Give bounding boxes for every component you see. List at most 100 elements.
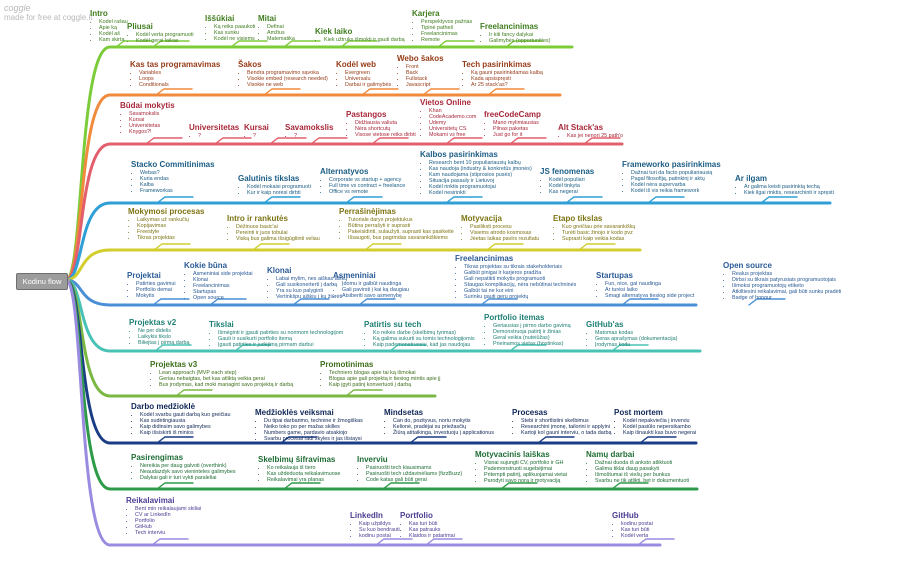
list-item: Research bent 10 populiariausių kalbų [429, 160, 532, 166]
node-freecodecamp[interactable]: freeCodeCampMano mylimiausiasPilnas pake… [484, 110, 541, 138]
list-item: Svarbu procesai radi skyles ir jas išsia… [264, 436, 363, 442]
list-item: Mano mylimiausias [493, 120, 541, 126]
node-linkedin[interactable]: LinkedInKaip užpildysSu kuo bendrautikod… [350, 511, 400, 539]
list-item: ? [198, 133, 239, 139]
node-kokie-buna[interactable]: Kokie būnaAsmeniniai side projektaiKlona… [184, 261, 253, 301]
node-perrasinejimas[interactable]: PerrašinėjimasTutoriale darys projektuku… [339, 207, 454, 241]
node-web-sakos[interactable]: Webo šakosFrontBackFullstackJavascript [397, 54, 444, 88]
node-medziokles[interactable]: Medžioklės veiksmaiDu tipai darbarimo, t… [255, 408, 363, 442]
connector-perrasinejimas [364, 243, 402, 251]
node-tikslai[interactable]: TikslaiIšmėginti ir įgauti patirties su … [209, 320, 343, 348]
node-universitetas[interactable]: Universitetas? [189, 123, 239, 139]
node-sakos[interactable]: ŠakosBendra programavimo sąvokaVisokie e… [238, 60, 328, 88]
list-item: Ko reikalauja iš tiero [267, 465, 340, 471]
node-freelancinimas2[interactable]: FreelancinimasTikras projektas su tikrai… [455, 254, 576, 301]
list-item: Žiūrą atitaikinga, investuoju į applicat… [393, 430, 494, 436]
node-title: Freelancinimas [480, 22, 539, 31]
node-asmeniniai[interactable]: AsmeniniaiĮdomu ir galbūt naudingaGali p… [333, 271, 409, 299]
node-post-mortem[interactable]: Post mortemKodėl nepakviečia į inverviuK… [614, 408, 696, 436]
connector-tikslai [234, 344, 272, 352]
node-intro-rankutes[interactable]: Intro ir rankutėsDėžinuos basic'aiPerein… [227, 214, 320, 242]
list-item: Webas? [140, 170, 215, 176]
list-item: Kas negerai [549, 189, 594, 195]
node-budai[interactable]: Būdai mokytisSavamokslisKursaiUniversite… [120, 101, 175, 135]
node-portfolio[interactable]: PortfolioKas turi būtiKas patrauksKlaido… [400, 511, 455, 539]
list-item: Researchini įmonę, tailorini ir applyini [521, 424, 612, 430]
node-items: Stebi ir shortlistini skelbimusResearchi… [512, 418, 612, 436]
list-item: Mokami vs free [429, 132, 476, 138]
node-reikalavimai[interactable]: ReikalavimaiBent min reikalaujami skilia… [126, 496, 201, 536]
node-namu[interactable]: Namų darbaiDažnai duoda iš anksto atlikt… [586, 450, 689, 484]
node-darbo[interactable]: Darbo medžioklėKodėl svarbu gauti darbą … [131, 402, 231, 436]
list-item: Parodyti savo norą ir motyvaciją [484, 478, 567, 484]
node-kalbos[interactable]: Kalbos pasirinkimasResearch bent 10 popu… [420, 150, 532, 197]
node-projektai[interactable]: ProjektaiPatirties gavimuiPortfolio dema… [127, 271, 176, 299]
node-items: Kodel rašauApie kąKodėl ašKam skirta [90, 19, 128, 43]
list-item: Kopijavimas [137, 223, 204, 229]
connector-vietos [445, 137, 483, 145]
node-items: SavamokslisKursaiUniversitetasKnygos?! [120, 111, 175, 135]
connector-mindsetas [409, 436, 447, 444]
node-items: Nereikia per daug galvoti (overthink)Nea… [131, 463, 236, 481]
node-alt-stack[interactable]: Alt Stack'asKas jei nenori 25 path'o [558, 123, 623, 139]
node-skelbimu[interactable]: Skelbimų šifravimasKo reikalauja iš tier… [258, 455, 340, 483]
list-item: Patirties gavimui [136, 281, 176, 287]
node-patirtis[interactable]: Patirtis su techKo reikės darbe (skelbim… [364, 320, 475, 348]
node-pliusai[interactable]: PliusaiKodėl verta programuotiKodėl gera… [127, 22, 194, 44]
node-portfolio-itemas[interactable]: Portfolio itemasGeriausias į pirmo darbo… [484, 313, 571, 347]
node-procesas[interactable]: ProcesasStebi ir shortlistini skelbimusR… [512, 408, 612, 436]
node-freelancinimas1[interactable]: FreelancinimasIr kiti fancy dalykaiGalim… [480, 22, 550, 44]
node-vietos[interactable]: Vietos OnlineKhanCodeAcademo.comUdemyUni… [420, 98, 476, 138]
connector-linkedin [375, 538, 413, 546]
list-item: Kodėl nėra supervarba [631, 182, 721, 188]
node-mindsetas[interactable]: MindsetasCan do, pozityvus, noriu mokyti… [384, 408, 494, 436]
node-startupas[interactable]: StartupasFun, nice, gal naudingaAr turės… [596, 271, 694, 299]
node-motyvacija[interactable]: MotyvacijaPasiliksti procesuVisiems atro… [461, 214, 539, 242]
node-klonai[interactable]: KlonaiLabai mylim, nes aiškas aiškųGali … [267, 266, 347, 300]
node-galutinis[interactable]: Galutinis tikslasKodėl mokaisi programuo… [238, 174, 311, 196]
node-kursai[interactable]: Kursai? [244, 123, 269, 139]
node-js[interactable]: JS fenomenasKodėl populiariKodėl tinkyta… [540, 167, 594, 195]
connector-issukiai [230, 40, 268, 48]
node-stacko[interactable]: Stacko CommitinimasWebas?Kuria endasKalb… [131, 160, 215, 194]
node-open-source[interactable]: Open sourceRealus projektasDirbsi su tik… [723, 261, 841, 301]
node-mitai[interactable]: MitaiDefinaiAmžiusMatematika [258, 14, 295, 42]
node-promotinimas[interactable]: PromotinimasTechniero blogas apie tai ką… [320, 360, 440, 388]
node-alternatyvos[interactable]: AlternatyvosCorporate vs startup + agenc… [320, 167, 405, 195]
list-item: Smagi alternatyva tiesiog side project [605, 293, 694, 299]
list-item: Galbūt tai ne kur eini [464, 288, 576, 294]
node-karjera[interactable]: KarjeraPerspektyvos pažriasTipinė patheš… [412, 9, 472, 43]
node-githubas[interactable]: GitHub'asMatomas kodasGeras aprašymas (d… [586, 320, 677, 348]
node-tech-pasirinkimas1[interactable]: Tech pasirinkimasKą gauni pasirinkdamas … [462, 60, 543, 88]
root-node[interactable]: Kodinu flow [16, 273, 68, 290]
list-item: Dalykai gali ir turi vykti paraleliai [140, 475, 236, 481]
node-issukiai[interactable]: IššūkiaiKą reiks paaukotiKas sunkuKodėl … [205, 14, 255, 42]
list-item: Bendra programavimo sąvoka [247, 70, 328, 76]
node-kas-tas[interactable]: Kas tas programavimasVariablesLoopsCondi… [130, 60, 220, 88]
list-item: Atsiberiti savo asmenybę [342, 293, 409, 299]
node-motyvacinis[interactable]: Motyvacinis laiškasVisnai sujungti CV, p… [475, 450, 567, 484]
list-item: Kas turi būti [621, 527, 653, 533]
list-item: Kas patrauks [409, 527, 455, 533]
node-intro[interactable]: IntroKodel rašauApie kąKodėl ašKam skirt… [90, 9, 128, 43]
node-etapo[interactable]: Etapo tikslasKuo greičiau prie savaranki… [553, 214, 635, 242]
node-kodel-web[interactable]: Kodėl webEvergreenUniversaluDarbai ir ga… [336, 60, 391, 88]
node-inverviu[interactable]: InverviuPasiruošti tech klausimamsPasiru… [357, 455, 462, 483]
list-item: Universitetų CS [429, 126, 476, 132]
node-github[interactable]: GitHubkodinu postaiKas turi būtiKodėl ve… [612, 511, 653, 539]
node-pastangos[interactable]: PastangosDidžiausia valiutaNėra shortcut… [346, 110, 416, 138]
node-savamokslis[interactable]: Savamokslis? [285, 123, 333, 139]
node-projektas-v2[interactable]: Projektas v2Ne per didelisLaikykis tiksl… [129, 318, 190, 346]
node-kiek-laiko[interactable]: Kiek laikoKiek užtruks išmokti ir gauti … [315, 27, 405, 43]
list-item: Kodėl aš [99, 31, 128, 37]
node-items: Kodėl verta programuotiKodėl gerai laika… [127, 32, 194, 44]
node-items: Kodėl svarbu gauti darbą kuo greičiauKas… [131, 412, 231, 436]
list-item: Kodėl populiari [549, 177, 594, 183]
connector-promotinimas [345, 389, 383, 397]
node-pasirengimas[interactable]: PasirengimasNereikia per daug galvoti (o… [131, 453, 236, 481]
node-projektas-v3[interactable]: Projektas v3Lean approach (MVP each step… [150, 360, 293, 388]
connector-namu [611, 482, 649, 490]
node-ar-ilgam[interactable]: Ar ilgamAr galima keisti pasirinktą tech… [735, 174, 834, 196]
node-mokymosi[interactable]: Mokymosi procesasLaikymas už rankučiųKop… [128, 207, 204, 241]
node-frameworko[interactable]: Frameworko pasirinkimasDažnai turi da fa… [622, 160, 721, 194]
